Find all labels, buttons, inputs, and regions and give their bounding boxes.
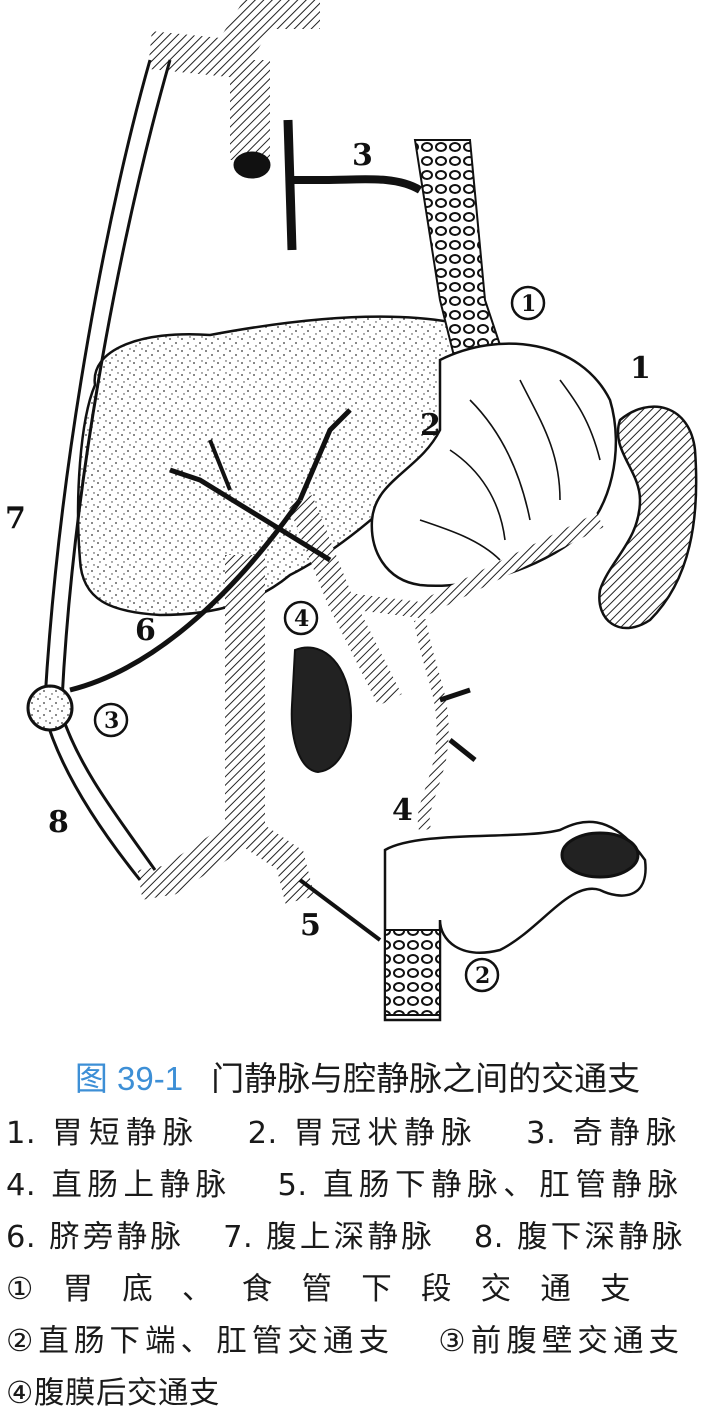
svg-text:1: 1 [521, 291, 536, 317]
label-2: 2 [420, 408, 441, 443]
legend-item: 1. 胃短静脉 [6, 1116, 200, 1151]
azygos-vein-upper [148, 0, 423, 251]
circled-label-1: ① 1 [510, 285, 546, 321]
legend-item: ④腹膜后交通支 [6, 1376, 220, 1411]
legend-item: 5. 直肠下静脉、肛管静脉 [277, 1168, 684, 1203]
svg-text:3: 3 [104, 708, 119, 734]
rectum [298, 820, 647, 1022]
legend-item: 6. 脐旁静脉 [6, 1220, 185, 1255]
legend-item: ②直肠下端、肛管交通支 [6, 1324, 395, 1359]
spleen [598, 405, 698, 630]
svg-text:2: 2 [475, 963, 490, 989]
legend-item: 2. 胃冠状静脉 [247, 1116, 478, 1151]
figure-number: 图 39-1 [74, 1060, 184, 1097]
circled-label-2: ② 2 [464, 957, 500, 993]
label-3: 3 [352, 138, 373, 173]
label-6: 6 [135, 613, 156, 648]
svg-text:4: 4 [294, 606, 309, 632]
circled-label-4: ④ 4 [283, 600, 319, 636]
label-4: 4 [392, 793, 413, 828]
portal-vein-system [169, 408, 604, 832]
caption-title-line: 图 39-1 门静脉与腔静脉之间的交通支 [0, 1052, 715, 1100]
circled-label-3: ③ 3 [93, 702, 129, 738]
legend-item: 4. 直肠上静脉 [6, 1168, 232, 1203]
legend-item: ①胃底、食管下段交通支 [6, 1272, 660, 1307]
label-1: 1 [630, 351, 651, 386]
legend-item: 7. 腹上深静脉 [223, 1220, 435, 1255]
legend-item: 3. 奇静脉 [526, 1116, 683, 1151]
label-8: 8 [48, 805, 69, 840]
retroperitoneal-plexus [290, 646, 352, 774]
label-7: 7 [5, 501, 26, 536]
legend-item: ③前腹壁交通支 [438, 1324, 685, 1359]
figure-caption: 图 39-1 门静脉与腔静脉之间的交通支 1. 胃短静脉 2. 胃冠状静脉 3. … [0, 1040, 715, 1420]
umbilical-region [26, 684, 74, 732]
legend-item: 8. 腹下深静脉 [473, 1220, 686, 1255]
figure-title: 门静脉与腔静脉之间的交通支 [211, 1059, 641, 1098]
gastric-vessels [419, 379, 601, 561]
label-5: 5 [300, 908, 321, 943]
inferior-vena-cava [137, 555, 315, 904]
epigastric-veins [43, 59, 303, 881]
portal-caval-anastomosis-diagram: 1 2 3 4 5 6 7 8 ① 1 ② 2 ③ 3 ④ 4 [5, 0, 698, 1022]
legend: 1. 胃短静脉 2. 胃冠状静脉 3. 奇静脉 4. 直肠上静脉 5. 直肠下静… [6, 1108, 709, 1420]
